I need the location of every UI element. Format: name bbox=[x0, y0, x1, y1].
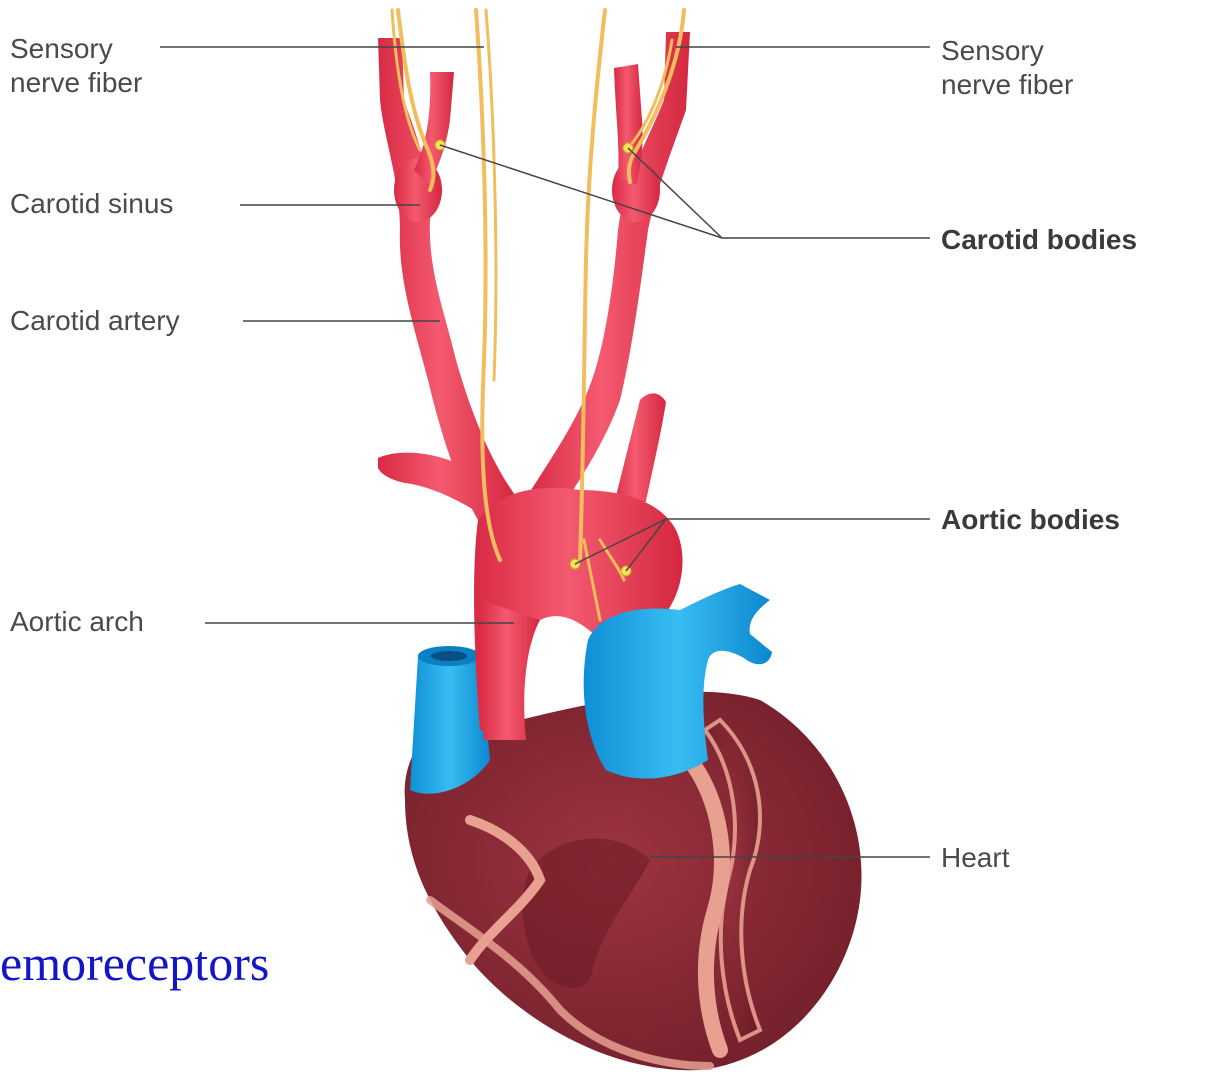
sensory-nerve-label-left: Sensory nerve fiber bbox=[10, 32, 142, 100]
carotid-sinus-label: Carotid sinus bbox=[10, 187, 173, 221]
sensory-nerve-label-right-line2: nerve fiber bbox=[941, 68, 1073, 102]
carotid-bodies bbox=[435, 140, 633, 153]
carotid-artery-label: Carotid artery bbox=[10, 304, 180, 338]
heart-label: Heart bbox=[941, 841, 1009, 875]
aortic-bodies-label: Aortic bodies bbox=[941, 503, 1120, 537]
sensory-nerve-label-left-line1: Sensory bbox=[10, 32, 142, 66]
sensory-nerve-label-right-line1: Sensory bbox=[941, 34, 1073, 68]
carotid-bodies-label: Carotid bodies bbox=[941, 223, 1137, 257]
sensory-nerve-label-right: Sensory nerve fiber bbox=[941, 34, 1073, 102]
sensory-nerve-label-left-line2: nerve fiber bbox=[10, 66, 142, 100]
slide-caption: emoreceptors bbox=[0, 934, 269, 992]
aortic-arch-label: Aortic arch bbox=[10, 605, 144, 639]
